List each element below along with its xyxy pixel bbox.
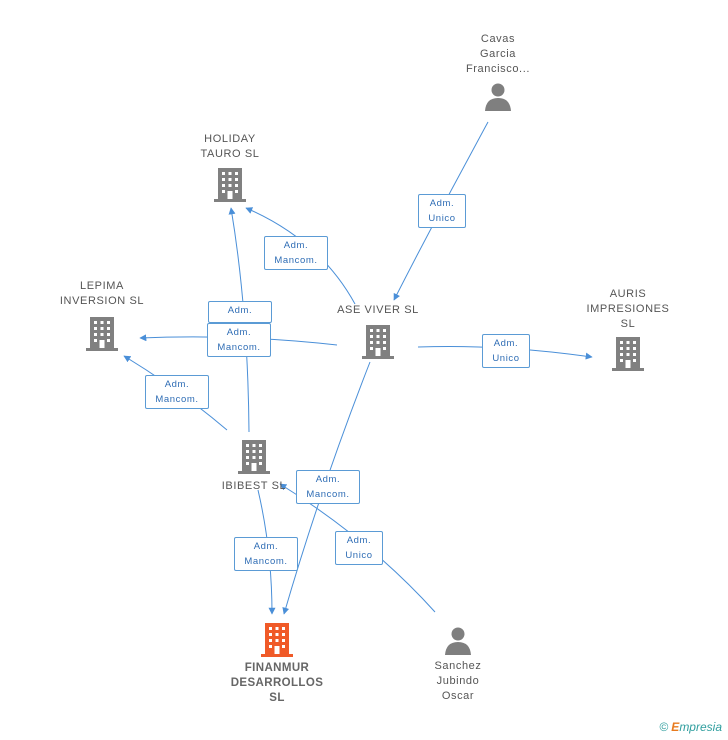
person-icon <box>485 83 511 111</box>
relation-ibibest-finanmur[interactable]: Adm. Mancom. <box>234 537 298 571</box>
relation-ibibest-lepima[interactable]: Adm. Mancom. <box>145 375 209 409</box>
brand-logo-letter: E <box>671 720 680 734</box>
node-holiday[interactable]: HOLIDAY TAURO SL <box>184 132 276 203</box>
relation-ase-auris[interactable]: Adm. Unico <box>482 334 530 368</box>
node-label: LEPIMA INVERSION SL <box>59 280 145 307</box>
copyright-symbol: © <box>659 720 669 734</box>
node-label: HOLIDAY TAURO SL <box>200 133 260 160</box>
node-auris[interactable]: AURIS IMPRESIONES SL <box>576 287 680 372</box>
relation-ibibest-holiday[interactable]: Adm. <box>208 301 272 323</box>
brand-name: mpresia <box>679 720 722 734</box>
node-ase-viver[interactable]: ASE VIVER SL <box>326 303 430 360</box>
node-lepima[interactable]: LEPIMA INVERSION SL <box>50 279 154 352</box>
building-icon <box>362 325 394 359</box>
relation-ase-lepima[interactable]: Adm. Mancom. <box>207 323 271 357</box>
node-finanmur[interactable]: FINANMUR DESARROLLOS SL <box>222 622 332 706</box>
building-icon <box>261 623 293 657</box>
relation-sanchez-ibibest[interactable]: Adm. Unico <box>335 531 383 565</box>
node-label: Sanchez Jubindo Oscar <box>434 660 482 702</box>
building-icon <box>214 168 246 202</box>
node-label: Cavas Garcia Francisco... <box>465 33 531 75</box>
building-icon <box>86 317 118 351</box>
relation-cavas-ase[interactable]: Adm. Unico <box>418 194 466 228</box>
brand-credit: ©Empresia <box>659 720 722 734</box>
node-label: ASE VIVER SL <box>337 304 419 316</box>
node-ibibest[interactable]: IBIBEST SL <box>202 439 306 494</box>
node-cavas[interactable]: Cavas Garcia Francisco... <box>452 32 544 111</box>
node-label: IBIBEST SL <box>221 480 287 492</box>
node-sanchez[interactable]: Sanchez Jubindo Oscar <box>412 625 504 704</box>
node-label: AURIS IMPRESIONES SL <box>586 288 670 330</box>
relation-ase-holiday[interactable]: Adm. Mancom. <box>264 236 328 270</box>
building-icon <box>238 440 270 474</box>
person-icon <box>445 627 471 655</box>
node-label: FINANMUR DESARROLLOS SL <box>230 662 324 704</box>
building-icon <box>612 337 644 371</box>
relation-ase-finanmur[interactable]: Adm. Mancom. <box>296 470 360 504</box>
